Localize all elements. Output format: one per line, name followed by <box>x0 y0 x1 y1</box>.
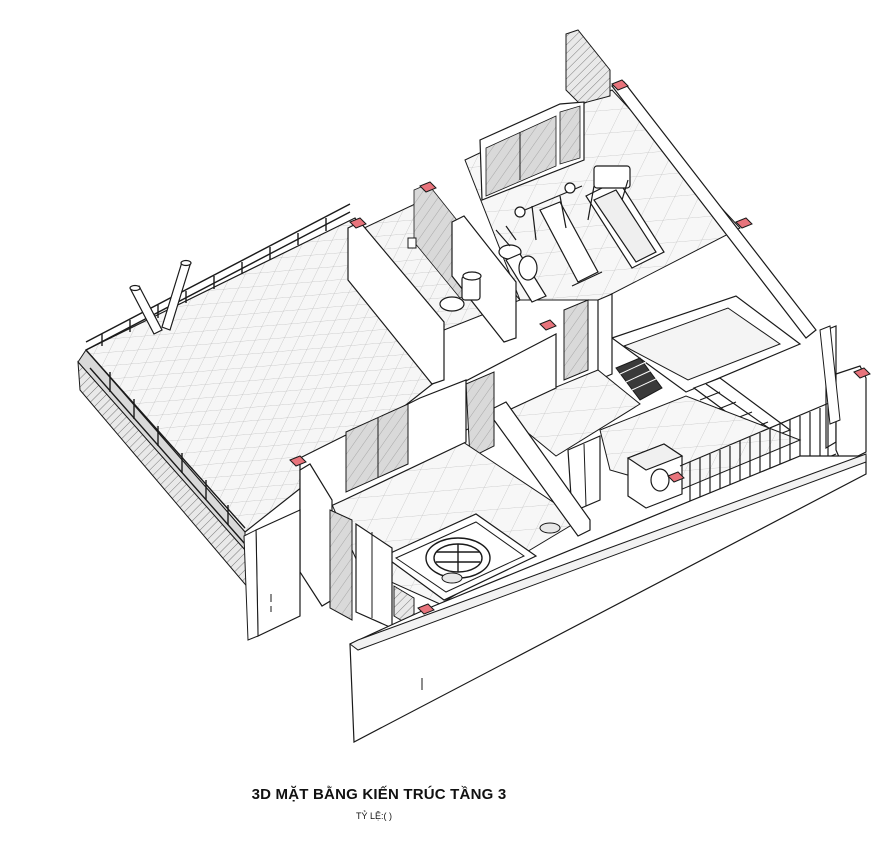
column-marker <box>419 181 437 193</box>
wc-tap <box>407 237 417 249</box>
isometric-floor-plan <box>77 29 871 743</box>
laundry <box>599 395 802 509</box>
hall-door-glass <box>465 371 495 459</box>
column-marker <box>539 319 557 331</box>
column-marker <box>667 471 685 483</box>
stair-door-hatch <box>563 299 589 381</box>
terrace-railing-front <box>85 349 246 545</box>
balcony <box>679 325 867 521</box>
toilet-icon <box>439 271 482 312</box>
treadmill-icon <box>585 165 665 269</box>
left-front-wall <box>243 509 301 641</box>
stair-steps <box>615 357 663 401</box>
column-marker <box>349 217 367 229</box>
hatched-screen <box>565 29 611 105</box>
balcony-end-wall <box>835 365 867 465</box>
skylight-pipe-icon <box>129 259 192 335</box>
gym <box>464 29 817 339</box>
hall-right-door <box>567 435 601 513</box>
column-marker <box>611 79 629 91</box>
washing-machine-icon <box>626 443 684 509</box>
hall <box>459 333 641 513</box>
circular-rug-emblem-icon <box>425 537 491 579</box>
column-markers <box>289 79 871 615</box>
exercise-bike-icon <box>495 225 547 303</box>
wc <box>347 183 521 385</box>
stair-side-wall <box>597 293 613 381</box>
stair <box>563 293 802 441</box>
column-marker <box>853 367 871 379</box>
bench-press-icon <box>514 182 603 287</box>
bedroom-door <box>329 509 353 621</box>
wc-partition <box>451 215 517 343</box>
bedroom-lamps <box>441 522 561 584</box>
bedroom-right-wall <box>493 401 591 537</box>
drawing-title: 3D MẶT BẰNG KIẾN TRÚC TẦNG 3 <box>251 786 507 803</box>
bedroom-window <box>345 403 409 493</box>
bedroom <box>299 379 591 629</box>
gym-window <box>479 101 585 201</box>
terrace-railing-back <box>85 203 351 351</box>
column-marker <box>735 217 753 229</box>
hall-floor <box>499 369 641 457</box>
stair-inner-void <box>622 307 782 381</box>
column-marker <box>289 455 307 467</box>
balcony-post-right <box>819 325 841 425</box>
drawing-scale-label: TỶ LỆ:( ) <box>355 811 392 821</box>
column-marker <box>417 603 435 615</box>
